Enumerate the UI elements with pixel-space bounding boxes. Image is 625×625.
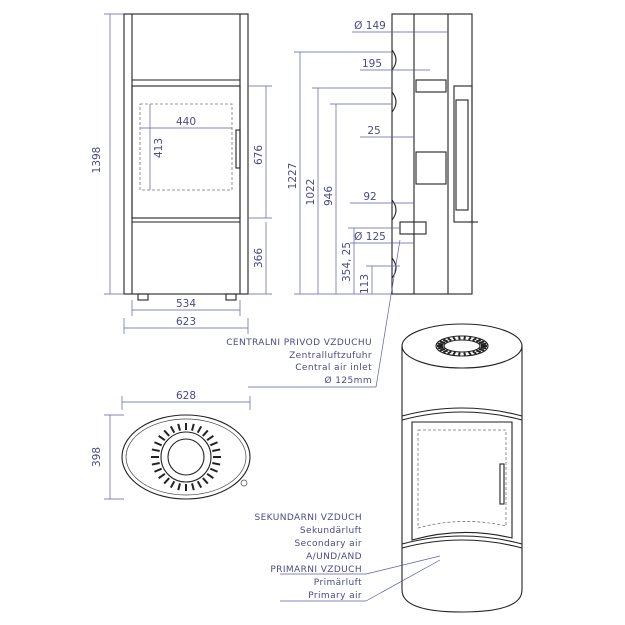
dim-height-946: 946 xyxy=(323,186,335,206)
dim-height-113: 113 xyxy=(359,274,371,294)
dim-height-354: 354, 25 xyxy=(341,242,353,282)
air-line1: SEKUNDARNI VZDUCH xyxy=(254,513,362,523)
dim-glass-width: 440 xyxy=(176,116,196,128)
vent-slot xyxy=(177,423,181,431)
dim-glass-height: 413 xyxy=(153,138,165,158)
vent-slot xyxy=(447,337,452,342)
vent-slot xyxy=(452,336,457,341)
vent-slot xyxy=(169,425,176,434)
vent-slot xyxy=(196,480,203,489)
vent-slot xyxy=(151,448,160,452)
air-line7: Primary air xyxy=(308,591,362,601)
air-line5: PRIMARNI VZDUCH xyxy=(270,565,362,575)
dim-height-1227: 1227 xyxy=(287,163,299,190)
air-line3: Secondary air xyxy=(295,539,362,549)
vent-slot xyxy=(209,441,218,447)
vent-slot xyxy=(169,480,176,489)
central-air-label: CENTRALNI PRIVOD VZDUCHU Zentralluftzufu… xyxy=(226,239,401,388)
dim-flue-diameter: Ø 149 xyxy=(354,20,386,32)
dim-height-total: 1398 xyxy=(91,147,103,174)
vent-slot xyxy=(202,429,209,437)
vent-slot xyxy=(196,425,203,434)
vent-slot xyxy=(206,434,214,441)
vent-slot xyxy=(206,473,214,480)
dim-height-1022: 1022 xyxy=(305,179,317,206)
vent-slot xyxy=(475,349,482,354)
dim-inlet-diameter: Ø 125 xyxy=(354,231,386,243)
vent-slot xyxy=(212,448,221,452)
vent-slot xyxy=(472,337,477,342)
vent-slot xyxy=(478,348,485,352)
dim-height-base: 366 xyxy=(253,248,265,268)
vent-slot xyxy=(478,340,485,344)
central-air-line2: Zentralluftzufuhr xyxy=(289,351,372,361)
vent-slot xyxy=(442,338,449,343)
central-air-line4: Ø 125mm xyxy=(325,375,372,386)
vent-slot xyxy=(154,441,163,447)
air-line4: A/UND/AND xyxy=(306,552,362,562)
vent-slot xyxy=(452,351,457,356)
vent-slot xyxy=(463,352,466,356)
vent-slot xyxy=(151,462,160,466)
vent-slot xyxy=(442,349,449,354)
vent-slot xyxy=(437,342,444,346)
vent-slot xyxy=(158,434,166,441)
top-view: 628 398 xyxy=(91,390,251,500)
vent-slot xyxy=(480,342,487,346)
vent-slot xyxy=(458,352,461,356)
vent-slot xyxy=(447,350,452,355)
vent-slot xyxy=(154,467,163,473)
vent-slot xyxy=(439,348,446,352)
vent-slot xyxy=(467,336,472,341)
vent-slot xyxy=(467,351,472,356)
central-air-line3: Central air inlet xyxy=(295,363,372,373)
dim-width-total: 623 xyxy=(176,316,196,328)
air-line6: Primärluft xyxy=(314,578,362,588)
vent-slot xyxy=(472,350,477,355)
vent-slot xyxy=(158,473,166,480)
dim-top-depth: 398 xyxy=(91,447,103,467)
dim-offset-92: 92 xyxy=(363,191,376,203)
vent-slot xyxy=(191,483,195,491)
vent-slot xyxy=(458,336,461,340)
3d-vent-slots xyxy=(437,336,487,356)
dim-top-width: 628 xyxy=(176,390,196,402)
vent-slot xyxy=(177,483,181,491)
air-label: SEKUNDARNI VZDUCH Sekundärluft Secondary… xyxy=(254,513,441,602)
side-view: Ø 149 195 1227 1022 946 25 92 Ø 125 354,… xyxy=(287,13,478,295)
vent-slot xyxy=(463,336,466,340)
vent-slot xyxy=(163,477,170,485)
vent-slot xyxy=(202,477,209,485)
dim-flue-offset: 195 xyxy=(362,58,382,70)
top-vent-slots xyxy=(151,423,221,491)
vent-slot xyxy=(475,338,482,343)
dim-width-body: 534 xyxy=(176,298,196,310)
front-view: 1398 676 366 440 413 534 623 xyxy=(91,13,272,334)
vent-slot xyxy=(480,346,487,350)
vent-slot xyxy=(437,346,444,350)
dim-height-door: 676 xyxy=(253,145,265,165)
vent-slot xyxy=(209,467,218,473)
air-line2: Sekundärluft xyxy=(300,526,362,536)
stove-3d-view xyxy=(401,323,523,613)
vent-slot xyxy=(439,340,446,344)
vent-slot xyxy=(191,423,195,431)
dim-offset-25: 25 xyxy=(367,125,380,137)
central-air-line1: CENTRALNI PRIVOD VZDUCHU xyxy=(226,338,372,348)
vent-slot xyxy=(212,462,221,466)
vent-slot xyxy=(163,429,170,437)
